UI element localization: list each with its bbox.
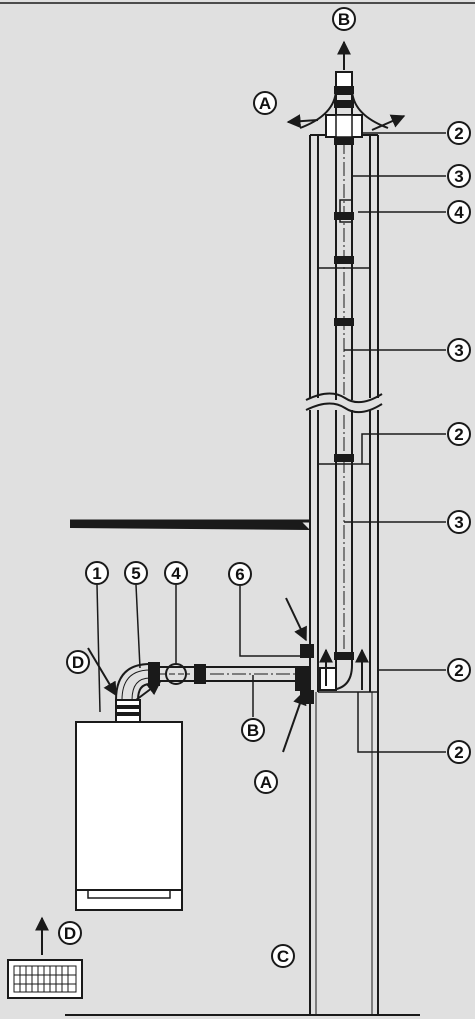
callout-B-top: B	[332, 7, 356, 31]
callout-A-top: A	[253, 91, 277, 115]
vertical-shaft	[309, 134, 379, 1015]
svg-text:D: D	[64, 924, 76, 943]
air-arrow-upper-junction	[285, 597, 307, 642]
leader-2-middle	[361, 433, 446, 464]
junction-plug-upper	[300, 644, 314, 658]
callout-5: 5	[124, 561, 148, 585]
horizontal-flue-pipe	[194, 664, 310, 684]
callout-C: C	[271, 944, 295, 968]
svg-text:5: 5	[131, 564, 140, 583]
callout-B-lower: B	[241, 718, 265, 742]
callout-6: 6	[228, 562, 252, 586]
svg-text:2: 2	[454, 661, 463, 680]
air-vent-grille	[7, 959, 83, 999]
callout-D-boiler: D	[66, 650, 90, 674]
callout-4-upper: 4	[447, 200, 471, 224]
svg-text:4: 4	[171, 564, 181, 583]
callout-A-lower: A	[254, 770, 278, 794]
svg-text:A: A	[260, 773, 272, 792]
vertical-flue-pipe	[335, 90, 353, 665]
svg-text:2: 2	[454, 124, 463, 143]
air-arrow-top-right	[371, 114, 406, 131]
callout-4-lower: 4	[164, 561, 188, 585]
break-line-lower	[305, 402, 383, 414]
boiler-flue-adaptor	[115, 699, 141, 723]
svg-text:6: 6	[235, 565, 244, 584]
pipe-couplings	[334, 137, 354, 660]
flue-terminal	[299, 71, 389, 138]
svg-text:3: 3	[454, 513, 463, 532]
svg-text:B: B	[338, 10, 350, 29]
air-arrow-top-left	[286, 114, 319, 129]
svg-text:3: 3	[454, 167, 463, 186]
callout-1: 1	[85, 561, 109, 585]
shaft-base-elbow	[295, 664, 353, 691]
callout-2-lower: 2	[447, 658, 471, 682]
callout-2-middle: 2	[447, 422, 471, 446]
svg-text:4: 4	[454, 203, 464, 222]
callout-3-middle: 3	[447, 338, 471, 362]
callout-D-vent: D	[58, 921, 82, 945]
svg-text:2: 2	[454, 743, 463, 762]
leader-2-bottom	[357, 692, 446, 753]
inspection-piece-upper	[339, 199, 353, 223]
ceiling-slab	[70, 519, 310, 530]
svg-text:1: 1	[92, 564, 101, 583]
svg-text:3: 3	[454, 341, 463, 360]
boiler	[75, 721, 183, 911]
svg-text:B: B	[247, 721, 259, 740]
svg-text:C: C	[277, 947, 289, 966]
leader-1	[96, 584, 101, 713]
leader-6	[239, 586, 304, 657]
callout-3-upper: 3	[447, 164, 471, 188]
callout-3-lower: 3	[447, 510, 471, 534]
air-arrow-boiler	[87, 647, 117, 697]
junction-plug-lower	[300, 690, 314, 704]
leader-5	[135, 584, 141, 669]
svg-text:A: A	[259, 94, 271, 113]
callout-2-bottom: 2	[447, 740, 471, 764]
leader-lines	[96, 132, 446, 753]
air-arrow-elbow	[135, 681, 162, 701]
svg-text:D: D	[72, 653, 84, 672]
svg-text:2: 2	[454, 425, 463, 444]
callout-2-top: 2	[447, 121, 471, 145]
break-line-upper	[305, 392, 383, 404]
boiler-elbow	[115, 662, 196, 701]
